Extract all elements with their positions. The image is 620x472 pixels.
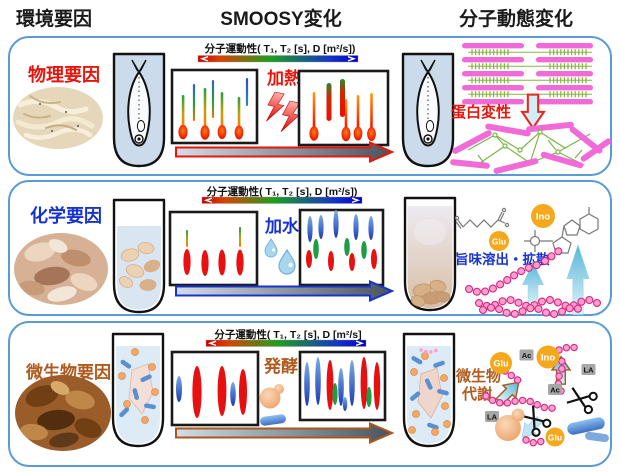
badge-glutamate: [490, 352, 512, 374]
badge-glutamate: [489, 231, 509, 251]
badge-inosinate: [536, 345, 560, 369]
bacteria-icon: [585, 431, 609, 443]
badge-lactate: [581, 364, 596, 375]
water-drop-icon: [278, 249, 296, 275]
sample-tube-before-heat: [112, 52, 166, 168]
sample-tube-before-water: [112, 198, 166, 314]
progress-arrow-water: [175, 279, 395, 303]
yeast-icon: [259, 384, 284, 409]
mobility-axis-label: 分子運動性( T₁, T₂ [s], D [m²/s]): [207, 185, 358, 198]
badge-glutamate-label: Glu: [548, 433, 562, 443]
smoosy-panel-after-heat: [297, 69, 390, 147]
bacteria-icon: [260, 414, 286, 426]
badge-lactate-label: LA: [584, 366, 595, 375]
change-label-fermentation: 発酵: [263, 356, 298, 376]
row-chemical-factors: 化学要因 分子運動性( T₁, T₂ [s], D [m²/s]): [14, 185, 601, 318]
badge-inosinate-label: Ino: [541, 353, 555, 364]
sample-tube-after-heat: [401, 52, 455, 168]
microbial-factor-label: 微生物要因: [25, 362, 111, 382]
smoosy-panel-after-ferment: [298, 350, 387, 422]
spectrum-peaks: [176, 366, 247, 418]
physical-factor-label: 物理要因: [28, 64, 100, 85]
yeast-icon: [495, 408, 525, 441]
water-drop-icon: [264, 238, 278, 258]
chemical-factor-label: 化学要因: [30, 205, 102, 226]
change-label-water: 加水: [264, 216, 300, 236]
smoosy-panel-after-water: [298, 208, 385, 287]
food-photo-fermented: [15, 375, 111, 451]
badge-inosinate: [531, 204, 555, 228]
smoosy-panel-before-heat: [170, 68, 259, 145]
badge-glutamate-label: Glu: [494, 359, 509, 369]
protein-bead-chains: [465, 246, 601, 318]
column-headers: 環境要因 SMOOSY変化 分子動態変化: [16, 7, 573, 30]
change-label-heating: 加熱: [266, 68, 301, 88]
column-title-environment: 環境要因: [16, 7, 92, 30]
mobility-axis-label: 分子運動性( T₁, T₂ [s], D [m²/s]): [205, 42, 356, 55]
progress-arrow-heating: [175, 140, 395, 164]
mobility-axis-label: 分子運動性( T₁, T₂ [s], D [m²/s]: [214, 328, 361, 341]
food-photo-whitebait: [13, 87, 103, 149]
muscle-structure-ordered: [462, 43, 593, 105]
spectrum-peaks: [309, 79, 376, 142]
mobility-color-scale: [205, 339, 367, 348]
bacteria-icon: [567, 417, 605, 435]
badge-glutamate: [545, 427, 565, 447]
spectrum-peaks: [306, 210, 377, 271]
badge-acetate: [519, 349, 534, 361]
badge-acetate-label: Ac: [522, 351, 532, 360]
badge-lactate-label: LA: [487, 413, 498, 422]
food-photo-bonito-flakes: [14, 233, 108, 305]
result-label-umami: 旨味溶出・拡散: [455, 251, 550, 267]
result-label-denaturation: 蛋白変性: [451, 103, 511, 121]
mobility-color-scale: [197, 54, 359, 63]
spectrum-peaks: [178, 78, 249, 140]
muscle-structure-denatured: [450, 121, 612, 174]
sample-tube-before-ferment: [111, 332, 165, 448]
badge-lactate: [485, 411, 499, 422]
sample-tube-after-water: [403, 196, 457, 312]
sample-tube-after-ferment: [402, 332, 456, 448]
protein-bead-chains: [482, 343, 581, 447]
spectrum-peaks: [183, 227, 244, 276]
badge-glutamate-label: Glu: [492, 237, 506, 247]
badge-acetate: [548, 384, 562, 395]
badge-inosinate-label: Ino: [536, 212, 550, 223]
row-microbial-factors: 微生物要因: [15, 328, 609, 451]
badge-acetate-label: Ac: [550, 386, 560, 395]
column-title-dynamics: 分子動態変化: [459, 7, 573, 30]
smoosy-panel-before-water: [168, 210, 259, 287]
inosinate-structure: [524, 207, 599, 254]
column-title-smoosy: SMOOSY変化: [220, 7, 341, 30]
mobility-color-scale: [201, 196, 363, 205]
row-physical-factors: 物理要因 分子運動性( T₁, T₂ [s], D [m²/s]): [13, 42, 612, 174]
glutamate-structure: [454, 207, 510, 229]
spectrum-peaks: [304, 357, 381, 411]
smoosy-panel-before-ferment: [170, 350, 260, 427]
result-label-microbial-line1: 微生物: [455, 367, 501, 385]
progress-arrow-fermentation: [175, 421, 395, 445]
